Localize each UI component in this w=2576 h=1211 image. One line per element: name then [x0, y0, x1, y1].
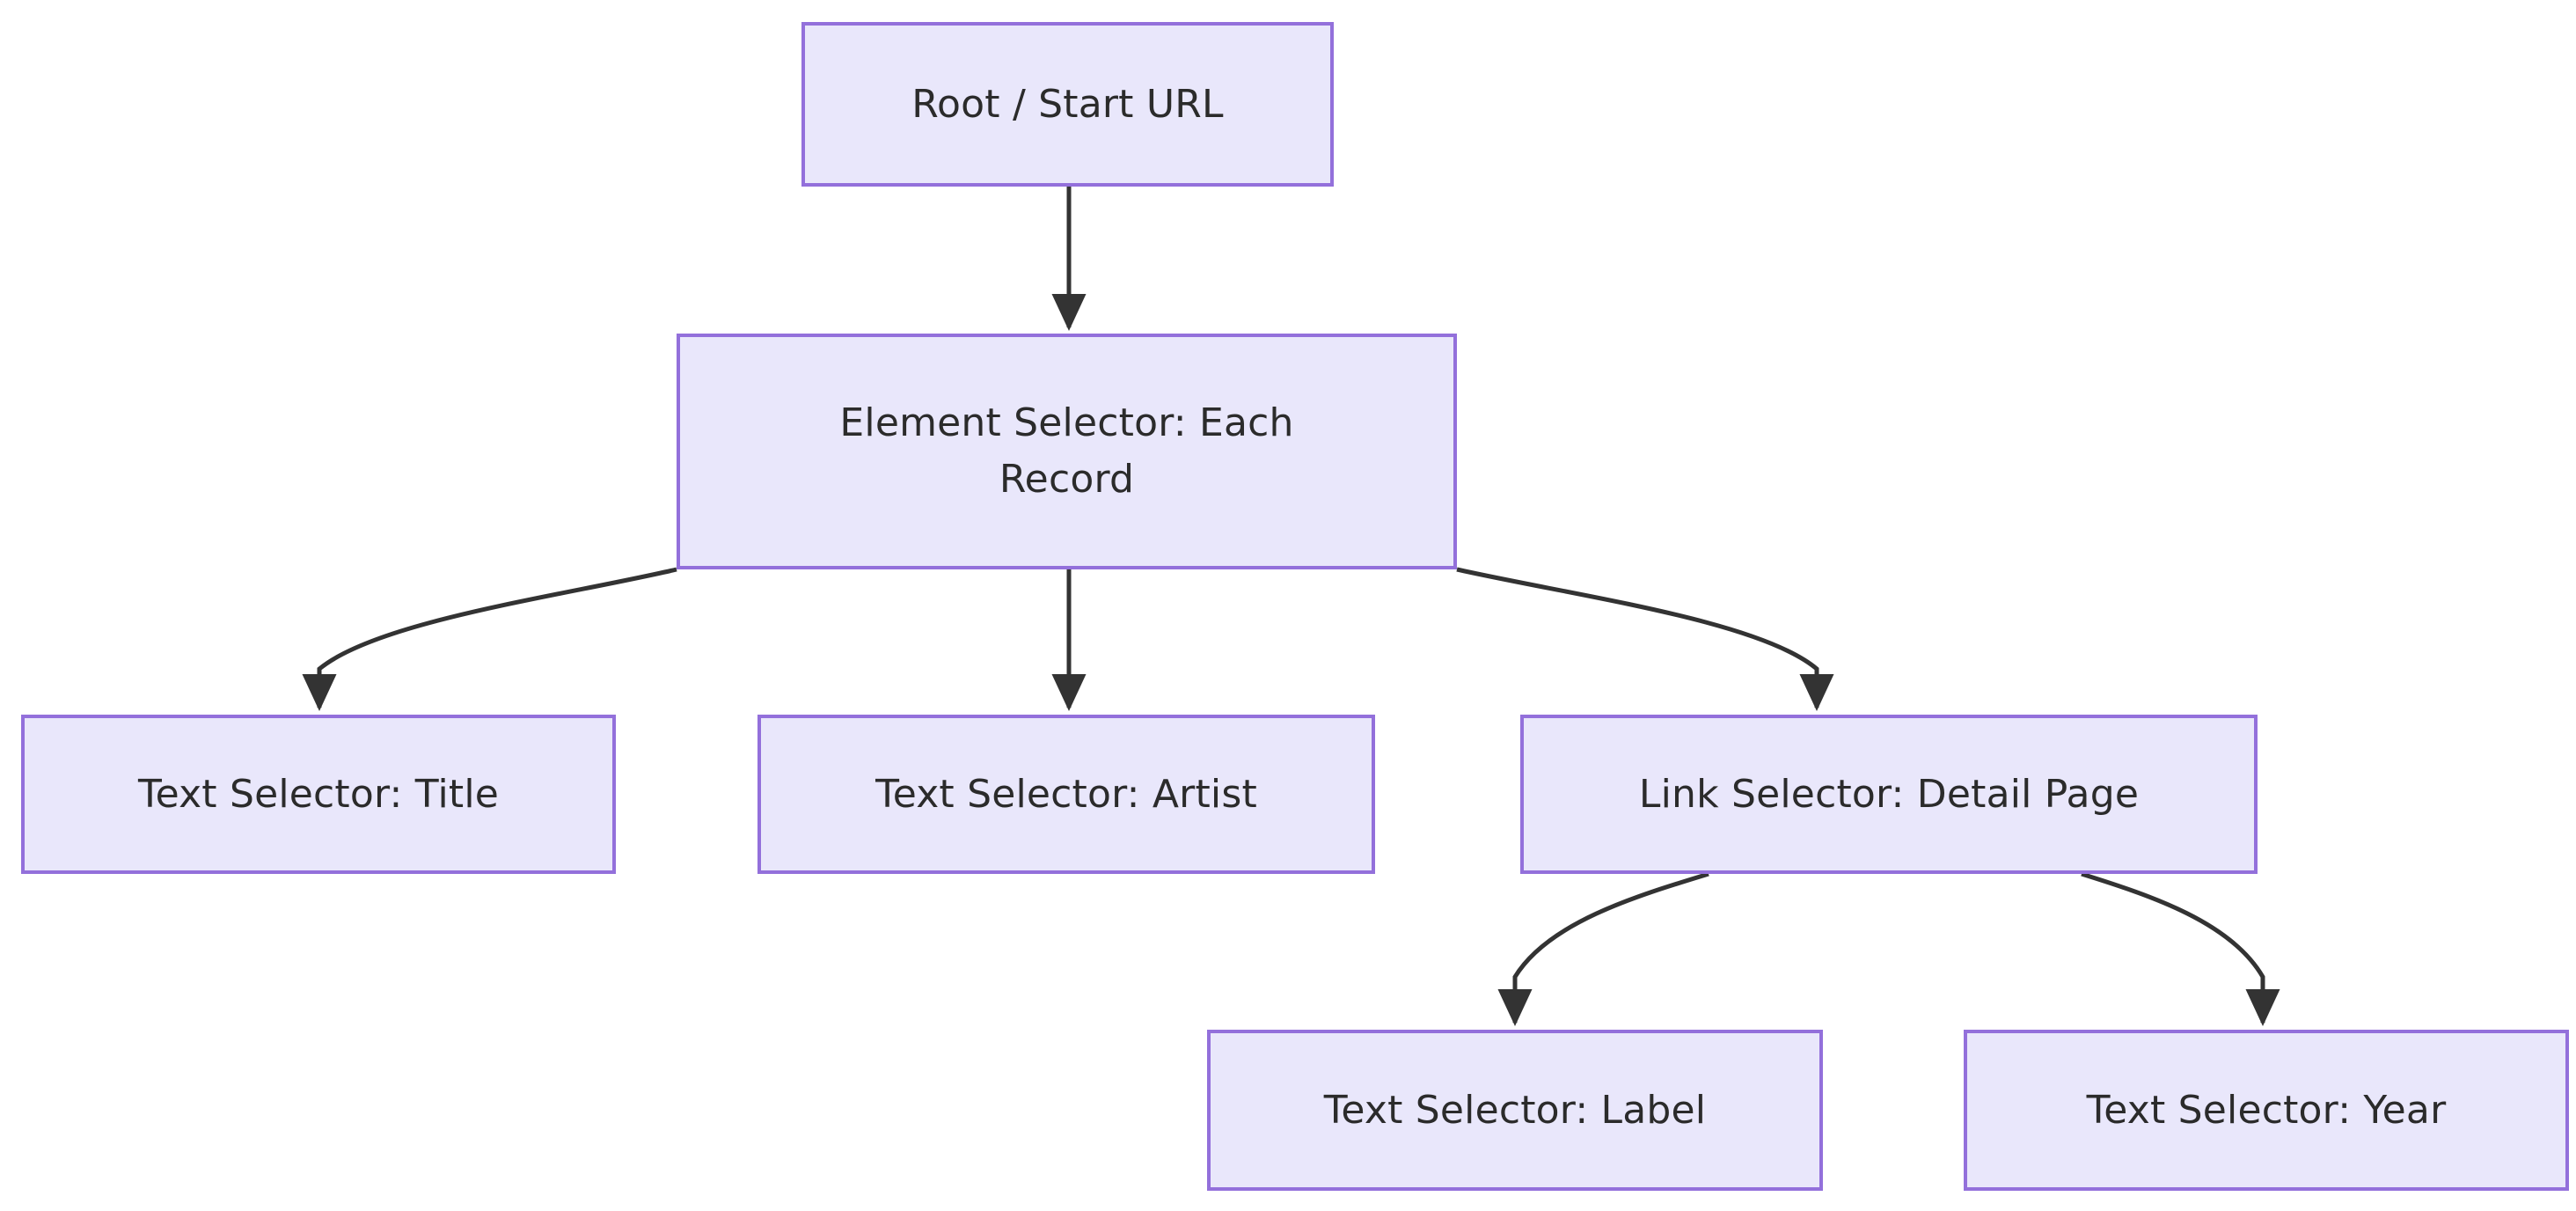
node-text-selector-label-label: Text Selector: Label: [1323, 1087, 1707, 1133]
node-text-selector-title-label: Text Selector: Title: [137, 771, 500, 817]
node-link-selector-detail-page[interactable]: Link Selector: Detail Page: [1520, 715, 2258, 874]
node-text-selector-artist[interactable]: Text Selector: Artist: [757, 715, 1375, 874]
node-element-selector-each-record-label: Element Selector: Each Record: [839, 400, 1294, 502]
edge-link-to-label: [1497, 871, 1709, 1027]
node-text-selector-year[interactable]: Text Selector: Year: [1964, 1030, 2569, 1191]
edge-element-to-link: [1456, 567, 1834, 712]
node-text-selector-artist-label: Text Selector: Artist: [875, 771, 1257, 817]
node-text-selector-title[interactable]: Text Selector: Title: [21, 715, 616, 874]
node-root-start-url-label: Root / Start URL: [911, 81, 1224, 127]
node-element-selector-each-record[interactable]: Element Selector: Each Record: [677, 334, 1457, 569]
edge-link-to-year: [2081, 871, 2280, 1027]
node-text-selector-year-label: Text Selector: Year: [2086, 1087, 2447, 1133]
edge-element-to-title: [302, 567, 677, 712]
node-text-selector-label[interactable]: Text Selector: Label: [1207, 1030, 1823, 1191]
node-link-selector-detail-page-label: Link Selector: Detail Page: [1638, 771, 2140, 817]
node-root-start-url[interactable]: Root / Start URL: [801, 22, 1334, 187]
